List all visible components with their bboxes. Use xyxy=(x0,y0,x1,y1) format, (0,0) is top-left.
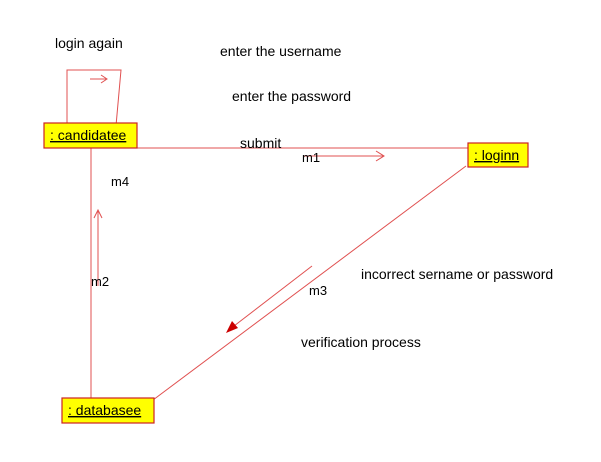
message-id-m3: m3 xyxy=(309,283,327,298)
message-verification: verification process xyxy=(301,334,421,350)
message-id-m4: m4 xyxy=(111,174,129,189)
message-enter-username: enter the username xyxy=(220,43,342,59)
object-login-label: : loginn xyxy=(474,147,519,163)
m3-arrow xyxy=(226,265,313,333)
message-login-again: login again xyxy=(55,35,123,51)
message-id-m2: m2 xyxy=(91,274,109,289)
message-enter-password: enter the password xyxy=(232,88,351,104)
m2-arrow xyxy=(93,208,103,286)
link-login-database xyxy=(152,165,467,401)
object-database-label: : databasee xyxy=(68,402,141,418)
self-link-loop xyxy=(66,69,122,149)
message-submit: submit xyxy=(240,135,281,151)
object-candidate-label: : candidatee xyxy=(50,127,126,143)
m1-arrow xyxy=(303,150,385,162)
object-candidate[interactable]: : candidatee xyxy=(43,122,138,149)
message-id-m1: m1 xyxy=(302,150,320,165)
m3-arrow-head xyxy=(226,321,238,333)
object-login[interactable]: : loginn xyxy=(467,142,529,168)
object-database[interactable]: : databasee xyxy=(61,397,155,424)
message-incorrect: incorrect sername or password xyxy=(361,266,553,282)
self-message-arrow xyxy=(90,74,108,84)
